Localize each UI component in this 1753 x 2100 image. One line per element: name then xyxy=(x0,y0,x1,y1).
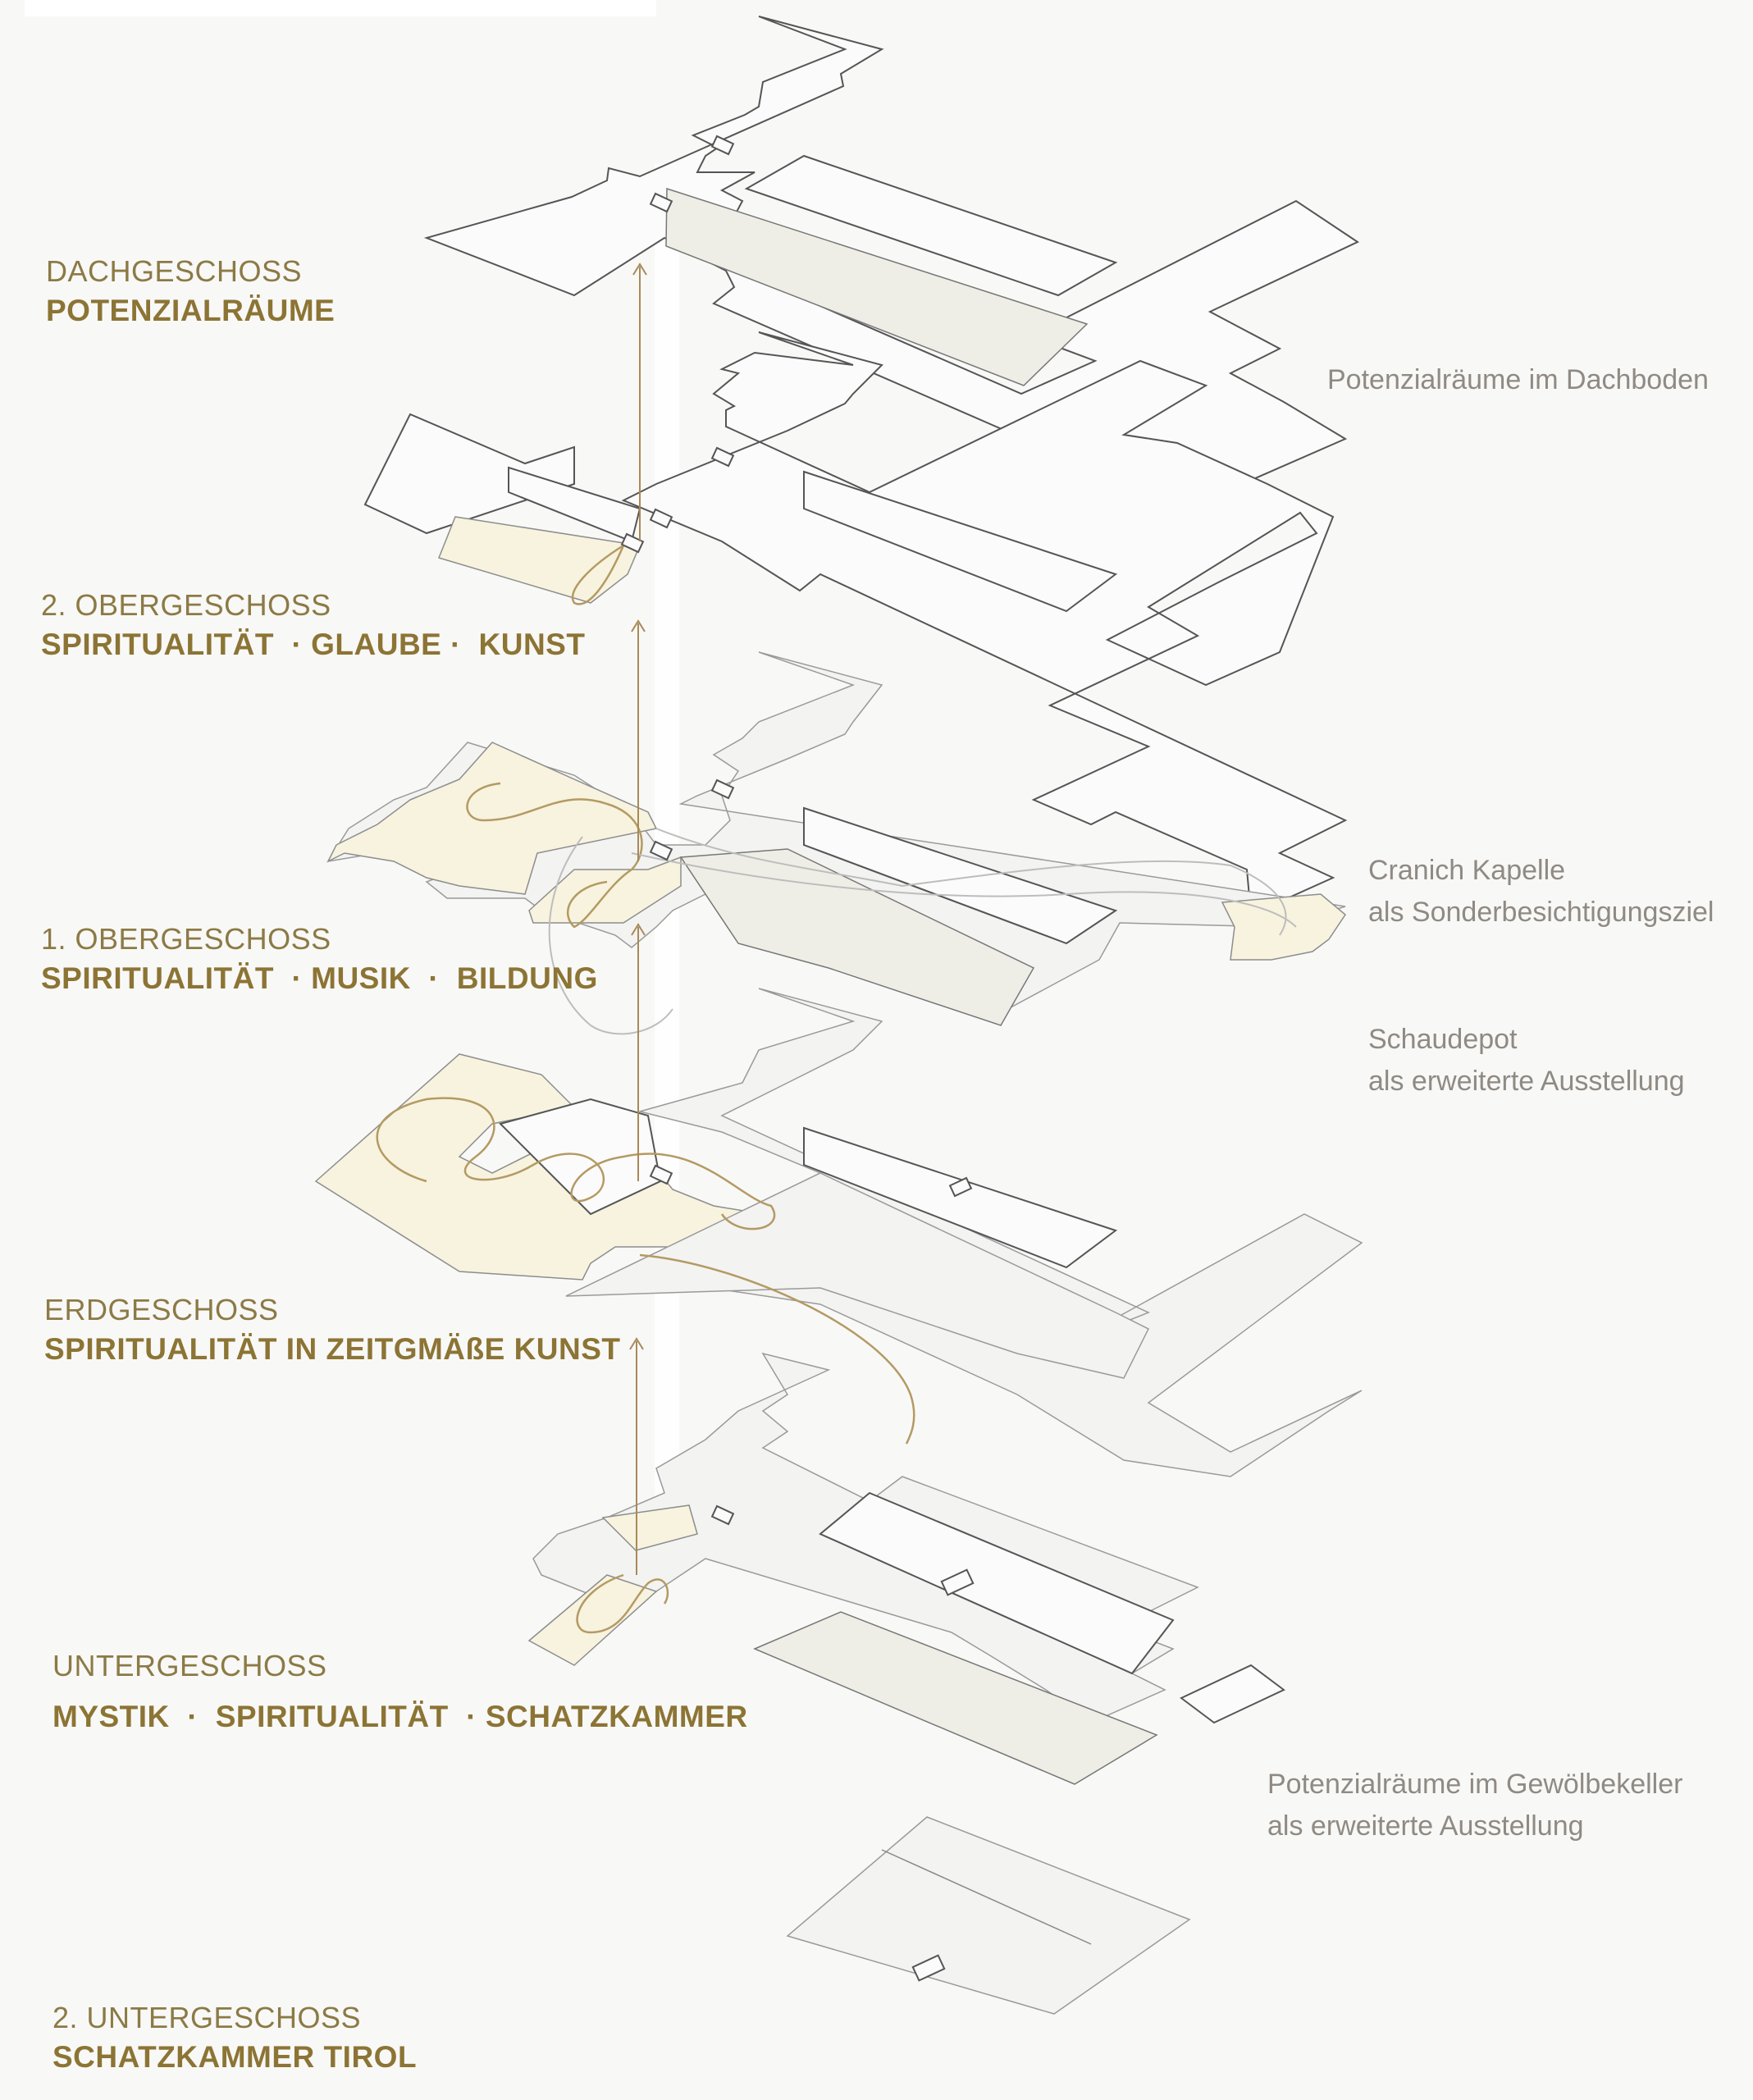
floor-plan-untergeschoss xyxy=(527,1352,1285,1785)
floor-theme: SPIRITUALITÄT · GLAUBE · KUNST xyxy=(41,627,586,661)
connection-arrows xyxy=(629,262,647,1575)
annotation-text: als erweiterte Ausstellung xyxy=(1368,1066,1685,1097)
floor-level-name: 1. OBERGESCHOSS xyxy=(41,922,331,956)
floor-plan-2-obergeschoss xyxy=(363,331,1348,916)
floor-theme: MYSTIK · SPIRITUALITÄT · SCHATZKAMMER xyxy=(52,1699,748,1733)
floor-level-name: 2. OBERGESCHOSS xyxy=(41,588,331,622)
floor-theme: SCHATZKAMMER TIROL xyxy=(52,2039,418,2074)
annotation-schaudepot: Schaudepot als erweiterte Ausstellung xyxy=(1368,1019,1685,1102)
floor-level-name: 2. UNTERGESCHOSS xyxy=(52,2001,362,2034)
chapel-route-og1 xyxy=(655,828,1287,936)
top-bar xyxy=(25,0,656,16)
annotation-text: Potenzialräume im Dachboden xyxy=(1327,364,1709,395)
floor-plan-2-untergeschoss xyxy=(786,1816,1191,2015)
visitor-path-eg xyxy=(376,1097,776,1230)
annotation-text: als Sonderbesichtigungsziel xyxy=(1368,897,1714,928)
annotation-text: als erweiterte Ausstellung xyxy=(1267,1810,1584,1842)
floor-theme: POTENZIALRÄUME xyxy=(46,293,336,327)
visitor-path-og1 xyxy=(466,782,643,929)
annotation-text: Schaudepot xyxy=(1368,1024,1518,1055)
annotation-text: Cranich Kapelle xyxy=(1368,855,1566,886)
floor-plan-erdgeschoss xyxy=(314,836,1363,1477)
floor-level-name: UNTERGESCHOSS xyxy=(52,1649,327,1682)
floor-theme: SPIRITUALITÄT · MUSIK · BILDUNG xyxy=(41,961,598,995)
floor-label-erdgeschoss: ERDGESCHOSS SPIRITUALITÄT IN ZEITGMÄßE K… xyxy=(44,1291,621,1369)
ramp-path-eg xyxy=(639,1253,915,1445)
annotation-cranich-kapelle: Cranich Kapelle als Sonderbesichtigungsz… xyxy=(1368,850,1714,934)
floor-label-dachgeschoss: DACHGESCHOSS POTENZIALRÄUME xyxy=(46,253,335,331)
floor-label-1-obergeschoss: 1. OBERGESCHOSS SPIRITUALITÄT · MUSIK · … xyxy=(41,920,598,998)
floor-level-name: ERDGESCHOSS xyxy=(44,1293,279,1326)
floor-label-untergeschoss: UNTERGESCHOSS MYSTIK · SPIRITUALITÄT · S… xyxy=(52,1647,748,1737)
visitor-path-og2 xyxy=(571,544,625,605)
floor-label-2-untergeschoss: 2. UNTERGESCHOSS SCHATZKAMMER TIROL xyxy=(52,1999,417,2077)
annotation-dachboden: Potenzialräume im Dachboden xyxy=(1327,359,1709,401)
annotation-gewoelbekeller: Potenzialräume im Gewölbekeller als erwe… xyxy=(1267,1764,1682,1847)
floor-plan-dachgeschoss xyxy=(423,16,1360,527)
visitor-path-ug xyxy=(576,1573,669,1634)
floor-label-2-obergeschoss: 2. OBERGESCHOSS SPIRITUALITÄT · GLAUBE ·… xyxy=(41,587,585,664)
floor-theme: SPIRITUALITÄT IN ZEITGMÄßE KUNST xyxy=(44,1331,621,1366)
floor-plan-1-obergeschoss xyxy=(326,651,1346,1026)
floor-level-name: DACHGESCHOSS xyxy=(46,254,303,288)
annotation-text: Potenzialräume im Gewölbekeller xyxy=(1267,1769,1683,1800)
